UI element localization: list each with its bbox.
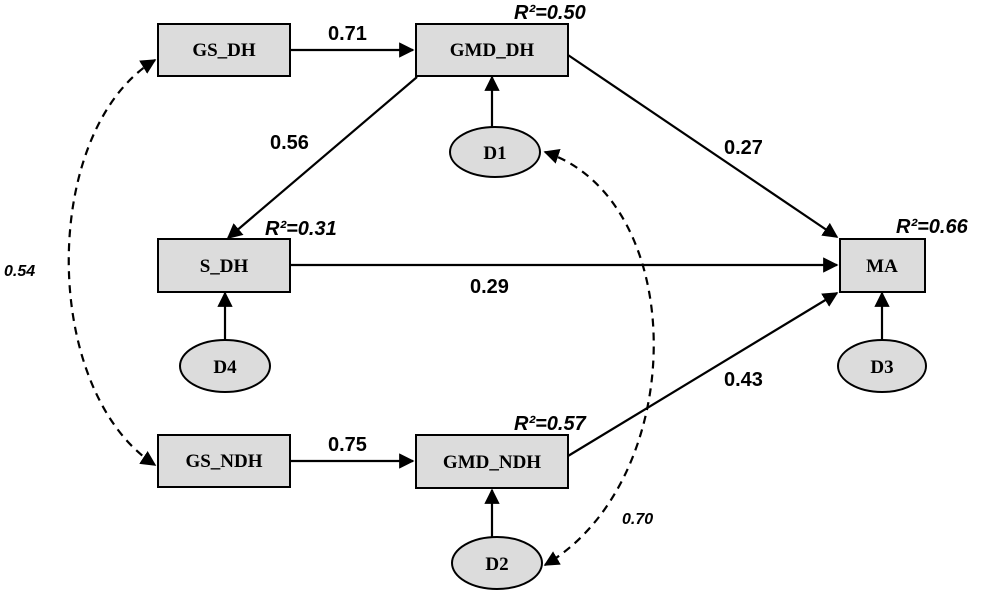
node-gmd-dh: GMD_DH [415,23,569,77]
coef-gmd-dh-s-dh: 0.56 [270,132,309,154]
svg-text:D2: D2 [485,554,508,575]
svg-text:MA: MA [866,256,898,277]
node-gs-ndh: GS_NDH [157,434,291,488]
coef-s-dh-ma: 0.29 [470,276,509,298]
node-s-dh: S_DH [157,238,291,293]
node-d4: D4 [179,339,271,393]
path-gmd-dh-to-ma [567,54,839,238]
svg-text:D3: D3 [870,357,893,378]
node-d3: D3 [837,339,927,393]
svg-text:S_DH: S_DH [200,256,249,277]
svg-text:GMD_NDH: GMD_NDH [443,452,541,473]
node-d1: D1 [449,126,541,178]
node-d2: D2 [451,536,543,590]
corr-d1-d2: 0.70 [622,511,653,528]
r2-gmd-ndh: R²=0.57 [514,413,587,435]
path-gmd-dh-to-s-dh [226,76,418,239]
svg-text:D4: D4 [213,357,237,378]
svg-text:GS_NDH: GS_NDH [185,451,262,472]
r2-gmd-dh: R²=0.50 [514,2,586,24]
correlation-gs-dh-gs-ndh [67,59,157,466]
svg-text:GS_DH: GS_DH [192,40,256,61]
node-ma: MA [839,238,926,293]
node-gmd-ndh: GMD_NDH [415,434,569,489]
corr-gs-dh-gs-ndh: 0.54 [4,263,35,280]
node-gs-dh: GS_DH [157,23,291,77]
path-gmd-ndh-to-ma [567,292,839,457]
coef-gs-ndh-gmd-ndh: 0.75 [328,434,367,456]
r2-s-dh: R²=0.31 [265,218,337,240]
svg-text:D1: D1 [483,143,506,164]
coef-gmd-dh-ma: 0.27 [724,137,763,159]
svg-text:GMD_DH: GMD_DH [450,40,535,61]
r2-ma: R²=0.66 [896,216,969,238]
coef-gs-dh-gmd-dh: 0.71 [328,23,367,45]
correlation-d1-d2 [543,149,655,566]
coef-gmd-ndh-ma: 0.43 [724,369,763,391]
